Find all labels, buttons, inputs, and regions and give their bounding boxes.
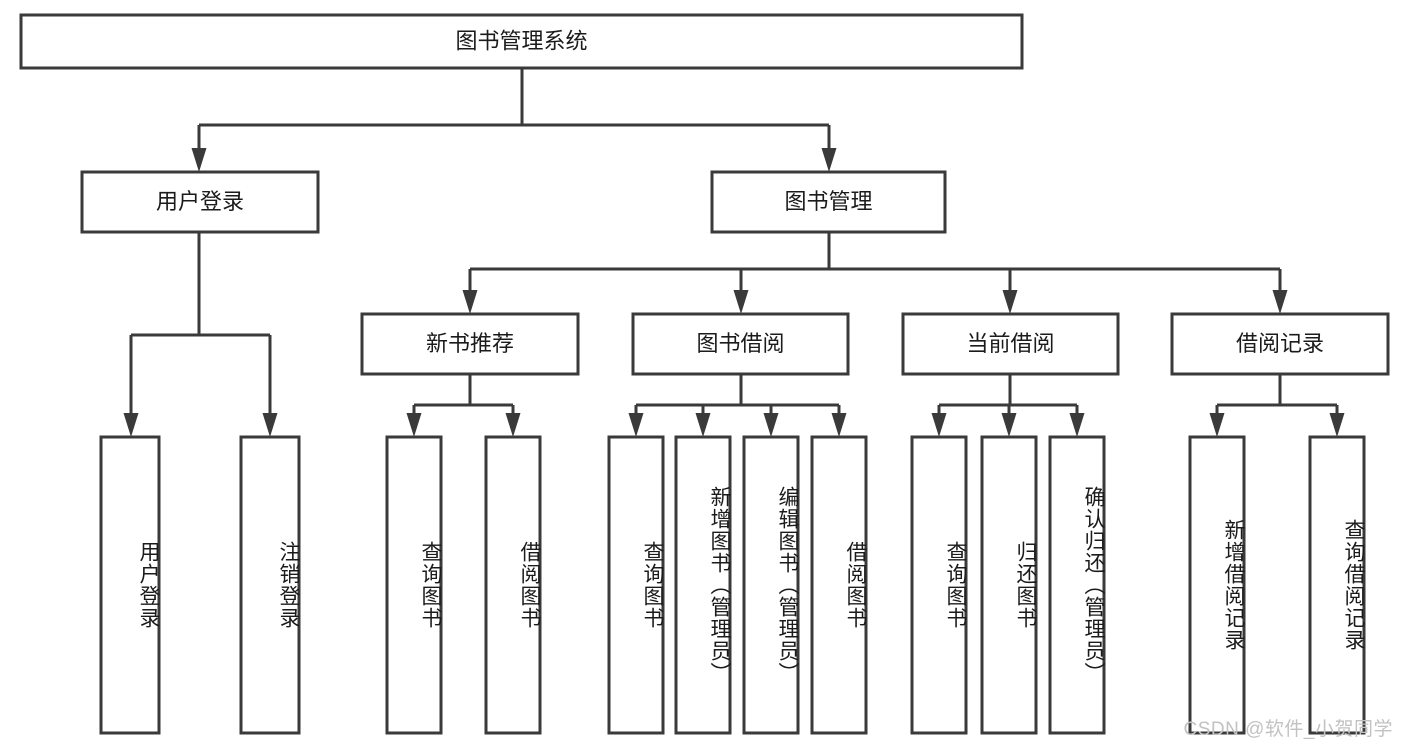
node-leaf-3[interactable] — [484, 435, 542, 735]
node-root[interactable] — [19, 13, 1024, 70]
node-leaf-12[interactable] — [1308, 435, 1366, 735]
connector-layer — [123, 68, 1345, 437]
node-leaf-10[interactable] — [1048, 435, 1106, 735]
node-level3-label-2: 当前借阅 — [966, 331, 1054, 356]
arrow-head-icon — [191, 148, 207, 172]
node-leaf-2[interactable] — [385, 435, 443, 735]
arrow-head-icon — [1209, 413, 1225, 437]
node-level3-label-1: 图书借阅 — [696, 331, 784, 356]
node-level3-0[interactable] — [360, 312, 580, 376]
node-level3-label-3: 借阅记录 — [1236, 331, 1324, 356]
arrow-head-icon — [1272, 290, 1288, 314]
arrow-head-icon — [1069, 413, 1085, 437]
arrow-head-icon — [505, 413, 521, 437]
node-level2-0[interactable] — [80, 170, 320, 234]
node-box-layer — [19, 13, 1390, 735]
arrow-head-icon — [763, 413, 779, 437]
arrow-head-icon — [406, 413, 422, 437]
node-level3-2[interactable] — [901, 312, 1120, 376]
arrow-head-icon — [821, 148, 837, 172]
node-leaf-8[interactable] — [910, 435, 968, 735]
node-leaf-6[interactable] — [742, 435, 800, 735]
node-leaf-7[interactable] — [810, 435, 868, 735]
node-leaf-5[interactable] — [674, 435, 732, 735]
arrow-head-icon — [1001, 413, 1017, 437]
node-level3-1[interactable] — [631, 312, 850, 376]
arrow-head-icon — [628, 413, 644, 437]
arrow-head-icon — [695, 413, 711, 437]
arrow-head-icon — [123, 413, 139, 437]
node-level2-label-1: 图书管理 — [784, 189, 872, 214]
arrow-head-icon — [831, 413, 847, 437]
node-level2-1[interactable] — [710, 170, 947, 234]
node-level3-3[interactable] — [1170, 312, 1390, 376]
node-root-label: 图书管理系统 — [455, 28, 587, 53]
arrow-head-icon — [462, 290, 478, 314]
arrow-head-icon — [931, 413, 947, 437]
watermark-text: CSDN @软件_小贺同学 — [1183, 719, 1393, 740]
arrow-head-icon — [733, 290, 749, 314]
arrow-head-icon — [1329, 413, 1345, 437]
node-leaf-1[interactable] — [239, 435, 301, 735]
node-leaf-11[interactable] — [1188, 435, 1246, 735]
node-level2-label-0: 用户登录 — [156, 189, 244, 214]
node-leaf-4[interactable] — [607, 435, 665, 735]
node-leaf-0[interactable] — [99, 435, 161, 735]
node-leaf-9[interactable] — [980, 435, 1038, 735]
arrow-head-icon — [262, 413, 278, 437]
arrow-head-icon — [1002, 290, 1018, 314]
node-level3-label-0: 新书推荐 — [426, 331, 514, 356]
